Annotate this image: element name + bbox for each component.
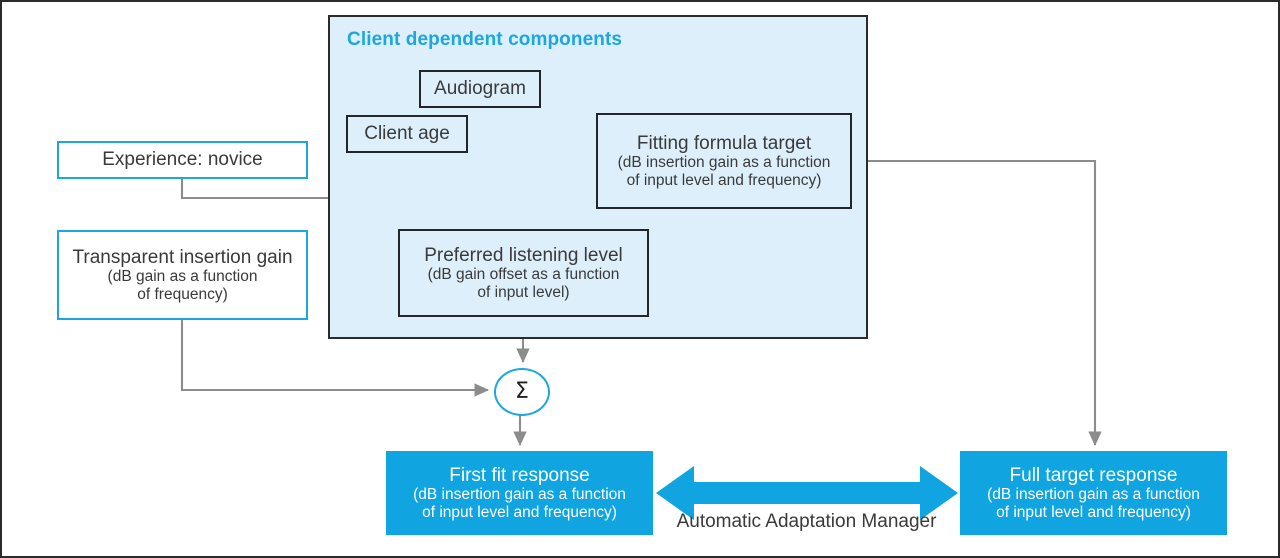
node-audiogram-title: Audiogram	[434, 78, 526, 100]
node-preferred-listening-level-title: Preferred listening level	[424, 245, 623, 266]
node-summation[interactable]: Σ	[494, 368, 550, 416]
node-client-age[interactable]: Client age	[346, 115, 468, 153]
node-preferred-listening-level-sub1: (dB gain offset as a function	[427, 266, 620, 284]
automatic-adaptation-manager-label: Automatic Adaptation Manager	[676, 511, 937, 532]
node-preferred-listening-level[interactable]: Preferred listening level (dB gain offse…	[398, 229, 649, 317]
node-transparent-insertion-gain-sub1: (dB gain as a function	[107, 268, 258, 286]
summation-sigma-icon: Σ	[515, 379, 529, 404]
node-full-target-response-sub1: (dB insertion gain as a function	[987, 486, 1200, 504]
node-first-fit-response[interactable]: First fit response (dB insertion gain as…	[386, 451, 653, 535]
node-first-fit-response-sub1: (dB insertion gain as a function	[413, 486, 626, 504]
node-fitting-formula-target-sub1: (dB insertion gain as a function	[617, 154, 831, 172]
node-fitting-formula-target-title: Fitting formula target	[636, 133, 812, 154]
node-experience-title: Experience: novice	[102, 149, 263, 171]
node-fitting-formula-target[interactable]: Fitting formula target (dB insertion gai…	[596, 113, 852, 209]
node-transparent-insertion-gain-title: Transparent insertion gain	[72, 247, 293, 268]
node-client-age-title: Client age	[364, 123, 450, 145]
node-fitting-formula-target-sub2: of input level and frequency)	[626, 171, 822, 189]
node-preferred-listening-level-sub2: of input level)	[477, 283, 570, 301]
node-transparent-insertion-gain[interactable]: Transparent insertion gain (dB gain as a…	[57, 230, 308, 320]
node-full-target-response[interactable]: Full target response (dB insertion gain …	[960, 451, 1227, 535]
node-first-fit-response-sub2: of input level and frequency)	[422, 503, 617, 521]
node-first-fit-response-title: First fit response	[449, 465, 590, 486]
group-title: Client dependent components	[347, 29, 623, 50]
link-transparent-to-sum	[180, 320, 490, 397]
node-full-target-response-sub2: of input level and frequency)	[996, 503, 1191, 521]
node-transparent-insertion-gain-sub2: of frequency)	[137, 285, 228, 303]
node-audiogram[interactable]: Audiogram	[419, 70, 541, 108]
link-fitting-to-full-target	[852, 159, 1102, 447]
node-full-target-response-title: Full target response	[1009, 465, 1178, 486]
automatic-adaptation-arrow	[656, 466, 958, 520]
node-experience[interactable]: Experience: novice	[57, 141, 308, 179]
